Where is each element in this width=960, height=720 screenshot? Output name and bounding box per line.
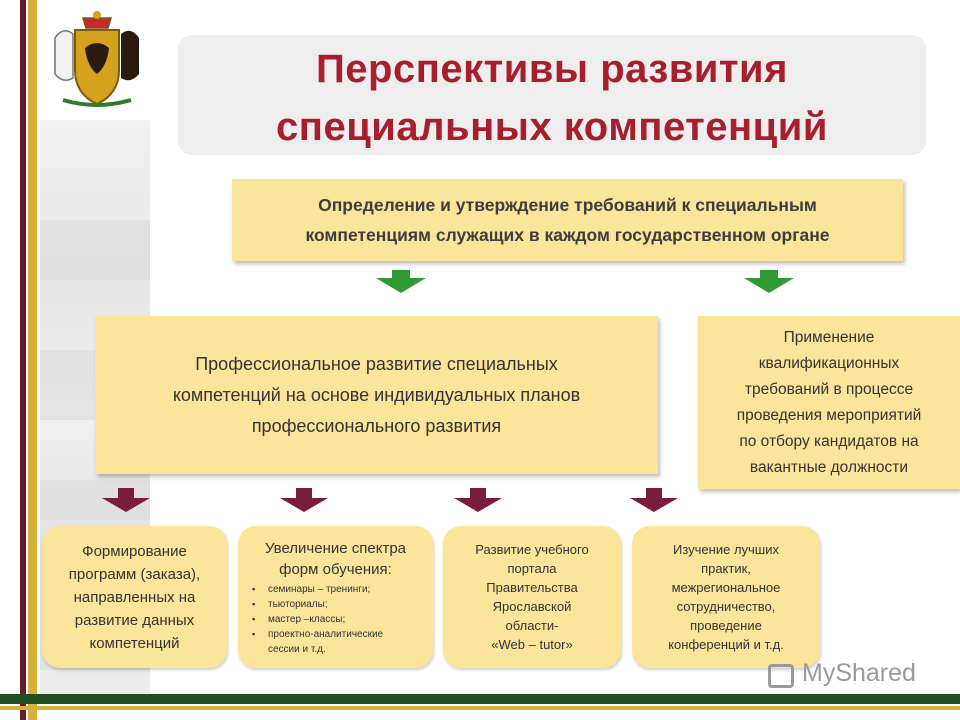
arrow-down-icon	[454, 488, 502, 512]
title-line-1: Перспективы развития	[316, 47, 788, 91]
title-line-2: специальных компетенций	[276, 105, 828, 149]
left-stripe-maroon	[20, 0, 26, 720]
watermark-text: MyShared	[802, 659, 916, 687]
arrow-down-icon	[630, 488, 678, 512]
training-forms-box: Увеличение спектра форм обучения: семина…	[238, 526, 433, 668]
training-forms-heading: Увеличение спектра форм обучения:	[264, 540, 407, 578]
bottom-bar-gold	[0, 706, 960, 710]
list-item: тьюториалы;	[252, 597, 433, 612]
title-panel	[178, 35, 926, 155]
page-title: Перспективы развития специальных компете…	[178, 40, 926, 156]
arrow-down-icon	[376, 270, 426, 293]
training-forms-list: семинары – тренинги; тьюториалы; мастер …	[238, 582, 433, 657]
myshared-logo-icon	[768, 664, 794, 688]
requirements-box: Определение и утверждение требований к с…	[232, 179, 903, 261]
coat-of-arms-icon	[54, 11, 139, 107]
professional-development-box: Профессиональное развитие специальных ко…	[95, 316, 658, 474]
arrow-down-icon	[280, 488, 328, 512]
bottom-bar	[0, 694, 960, 704]
left-stripe-gold	[28, 0, 37, 720]
list-item: семинары – тренинги;	[252, 582, 433, 597]
qualification-requirements-box: Применение квалификационных требований в…	[698, 316, 960, 489]
arrow-down-icon	[744, 270, 794, 293]
programs-formation-box: Формирование программ (заказа), направле…	[42, 526, 227, 668]
list-item: проектно-аналитические сессии и т.д.	[252, 627, 433, 657]
best-practices-box: Изучение лучших практик, межрегиональное…	[632, 526, 820, 668]
arrow-down-icon	[102, 488, 150, 512]
list-item: мастер –классы;	[252, 612, 433, 627]
learning-portal-box: Развитие учебного портала Правительства …	[443, 526, 621, 668]
